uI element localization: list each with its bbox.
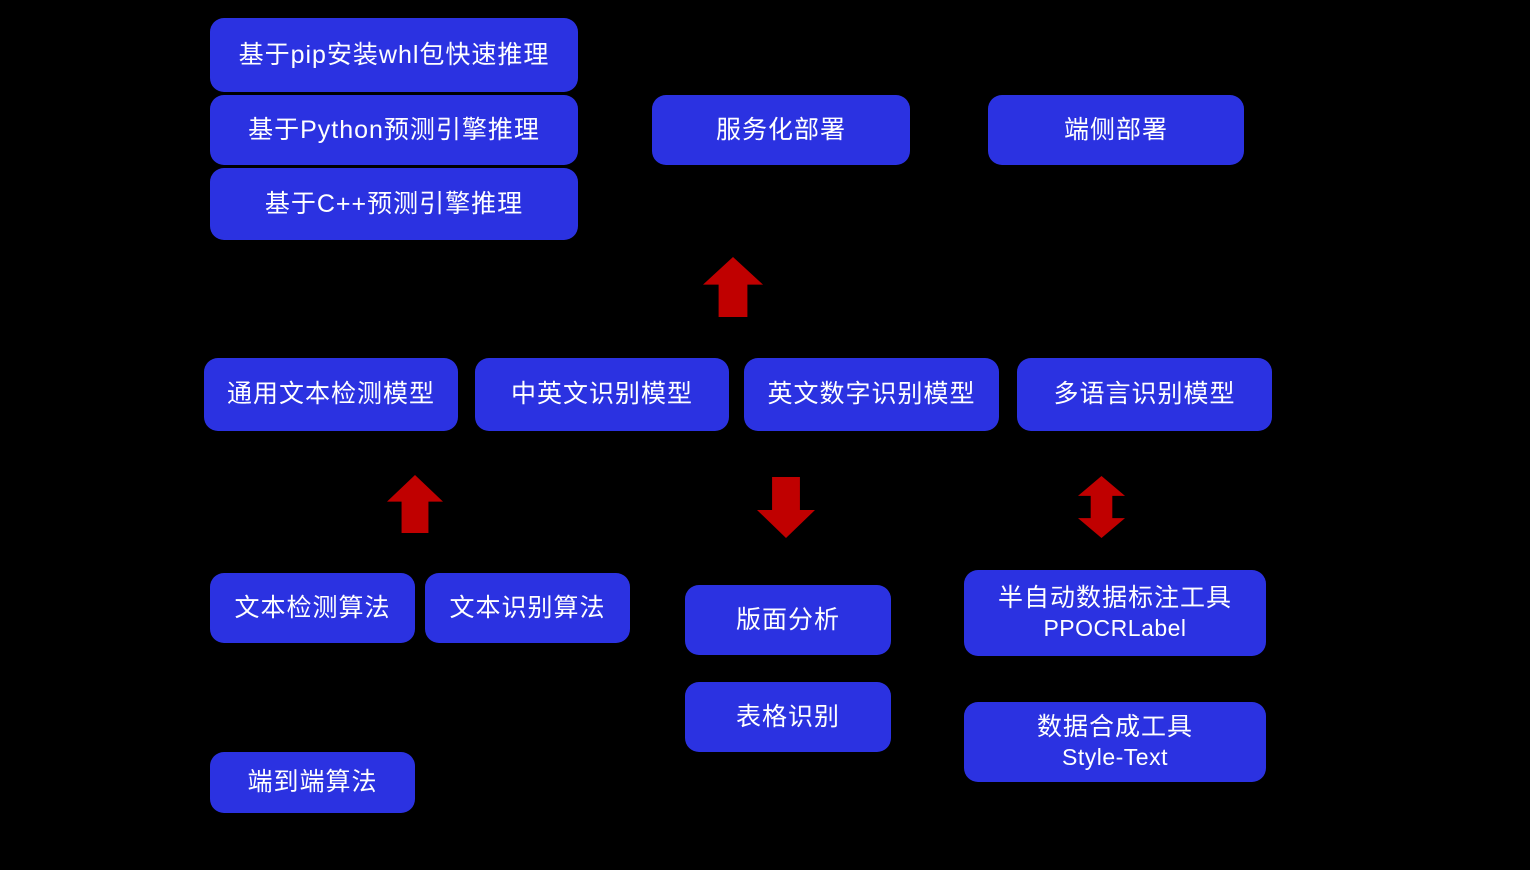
- node-edge-deployment: 端侧部署: [988, 95, 1244, 165]
- up-arrow-icon: [387, 475, 443, 533]
- node-text-detection-algorithm: 文本检测算法: [210, 573, 415, 643]
- node-multilingual-recognition-model: 多语言识别模型: [1017, 358, 1272, 431]
- down-arrow-icon: [757, 477, 815, 538]
- node-label: 多语言识别模型: [1053, 380, 1236, 409]
- node-label: 英文数字识别模型: [767, 380, 976, 409]
- node-sublabel: Style-Text: [1062, 744, 1168, 771]
- node-label: 服务化部署: [715, 115, 846, 144]
- node-label: 文本识别算法: [449, 593, 606, 622]
- node-ch-en-recognition-model: 中英文识别模型: [475, 358, 729, 431]
- node-label: 数据合成工具: [1036, 712, 1193, 741]
- node-label: 表格识别: [735, 702, 840, 731]
- node-layout-analysis: 版面分析: [685, 585, 891, 655]
- node-general-text-detection-model: 通用文本检测模型: [204, 358, 458, 431]
- node-synthesis-tool-style-text: 数据合成工具 Style-Text: [964, 702, 1266, 782]
- node-label: 文本检测算法: [234, 593, 391, 622]
- node-annotation-tool-ppocrlabel: 半自动数据标注工具 PPOCRLabel: [964, 570, 1266, 656]
- node-label: 端到端算法: [247, 768, 378, 797]
- node-table-recognition: 表格识别: [685, 682, 891, 752]
- node-label: 基于pip安装whl包快速推理: [238, 40, 550, 69]
- node-label: 端侧部署: [1063, 115, 1168, 144]
- node-sublabel: PPOCRLabel: [1043, 615, 1187, 642]
- up-down-arrow-icon: [1078, 476, 1125, 538]
- node-label: 版面分析: [735, 605, 840, 634]
- node-text-recognition-algorithm: 文本识别算法: [425, 573, 630, 643]
- node-label: 通用文本检测模型: [226, 380, 435, 409]
- node-cpp-engine-inference: 基于C++预测引擎推理: [210, 168, 578, 240]
- node-label: 基于C++预测引擎推理: [264, 189, 524, 218]
- node-serving-deployment: 服务化部署: [652, 95, 910, 165]
- node-end-to-end-algorithm: 端到端算法: [210, 752, 415, 813]
- node-pip-whl-inference: 基于pip安装whl包快速推理: [210, 18, 578, 92]
- node-label: 中英文识别模型: [510, 380, 693, 409]
- node-label: 基于Python预测引擎推理: [248, 115, 540, 144]
- node-python-engine-inference: 基于Python预测引擎推理: [210, 95, 578, 165]
- node-label: 半自动数据标注工具: [997, 583, 1232, 612]
- up-arrow-icon: [703, 257, 763, 317]
- node-en-digit-recognition-model: 英文数字识别模型: [744, 358, 999, 431]
